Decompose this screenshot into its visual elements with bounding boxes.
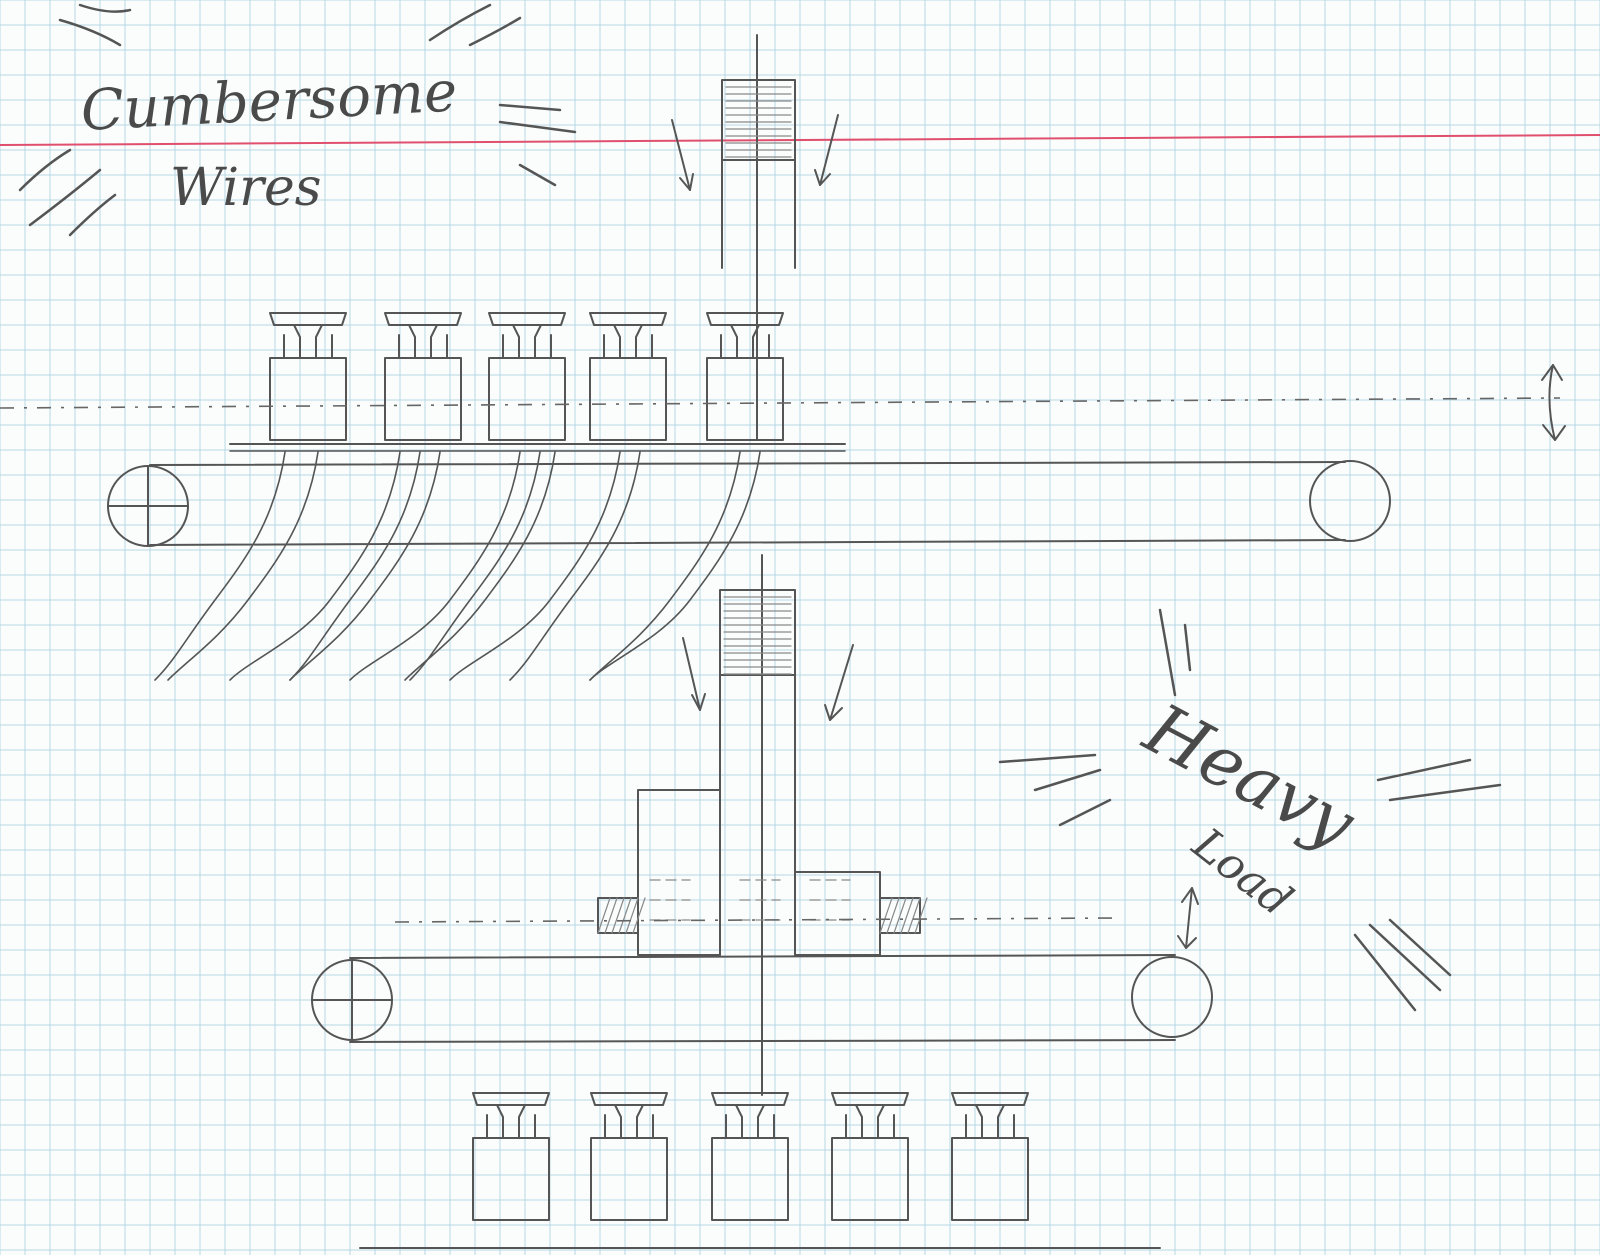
middle-height-adjust-arrow [1177,887,1199,949]
top-clamp-4 [589,312,667,441]
top-clamp-row [269,312,784,441]
mid-down-arrow-left [682,637,706,711]
bottom-clamp-2 [590,1092,668,1221]
cumbersome-wires-label: Cumbersome Wires [79,59,458,218]
top-conveyor [107,460,1391,547]
mid-down-arrow-right [824,644,854,721]
top-down-arrow-right [814,114,839,186]
emphasis-strokes-load [998,608,1502,1012]
cumbersome-wires [154,451,761,681]
top-centerline [0,397,1561,409]
middle-idler-pulley [1131,956,1213,1038]
top-down-arrow-left [671,119,694,191]
top-idler-pulley [1309,460,1391,542]
middle-conveyor [311,954,1213,1043]
top-clamp-1 [269,312,347,441]
bottom-clamp-3 [711,1092,789,1221]
top-clamp-3 [488,312,566,441]
bottom-clamp-row [472,1092,1029,1221]
heavy-load-block [597,789,921,956]
top-press-column [721,34,796,441]
label-cumbersome: Cumbersome [79,59,458,144]
middle-centerline [394,917,1116,923]
bottom-clamp-5 [951,1092,1029,1221]
emphasis-strokes-top [18,3,577,237]
bottom-clamp-1 [472,1092,550,1221]
top-clamp-2 [384,312,462,441]
label-wires: Wires [170,158,321,218]
bottom-clamp-4 [831,1092,909,1221]
top-machine: Cumbersome Wires [0,3,1566,681]
margin-line [0,134,1600,146]
top-height-adjust-arrow [1541,364,1566,441]
top-clamp-5 [706,312,784,441]
